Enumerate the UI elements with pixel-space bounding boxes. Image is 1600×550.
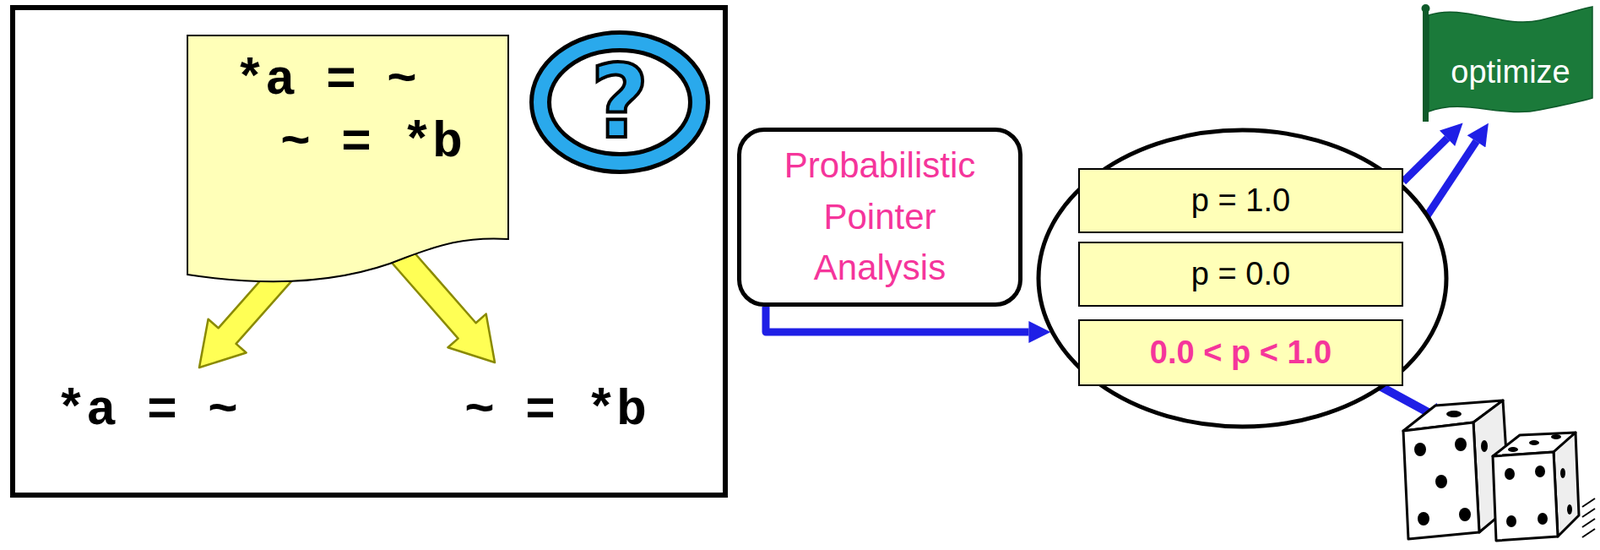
probability-bar: 0.0 < p < 1.0 [1078, 319, 1404, 386]
pip [1567, 504, 1573, 515]
result-oval: p = 1.0 p = 0.0 0.0 < p < 1.0 [1035, 127, 1449, 429]
pip [1507, 446, 1519, 452]
die-pips [1414, 410, 1503, 526]
pip [1454, 437, 1467, 451]
note-paper [187, 35, 509, 282]
pip [1537, 512, 1548, 525]
pip [1560, 467, 1566, 478]
pip [1506, 515, 1517, 527]
pip [1435, 474, 1448, 489]
optimize-flag: optimize [1421, 3, 1595, 122]
probability-label: 0.0 < p < 1.0 [1149, 333, 1332, 373]
pip [1551, 433, 1562, 440]
flag-knob [1421, 4, 1431, 13]
probability-label: p = 1.0 [1191, 181, 1291, 221]
pip [1458, 507, 1471, 521]
flag-pole [1422, 8, 1429, 122]
code-line: *a = ~ [234, 51, 418, 109]
speed-line [1582, 518, 1595, 527]
pip [1414, 442, 1427, 456]
pip [1446, 410, 1462, 418]
die-pips [1504, 433, 1573, 527]
die-face [1492, 451, 1558, 541]
speed-line [1582, 498, 1595, 507]
flow-arrow [1403, 138, 1448, 182]
probability-bar: p = 0.0 [1078, 241, 1404, 307]
dice [1403, 400, 1595, 541]
probability-label: p = 0.0 [1191, 254, 1291, 294]
oval-outline [1038, 130, 1447, 427]
speed-lines [1582, 498, 1595, 537]
question-mark: ? [569, 38, 671, 166]
speed-line [1582, 508, 1595, 517]
probability-bar: p = 1.0 [1078, 168, 1404, 234]
pip [1417, 511, 1430, 526]
pip [1504, 467, 1515, 480]
pip [1480, 439, 1488, 452]
pip [1534, 465, 1546, 478]
flag-label: optimize [1428, 50, 1593, 93]
code-note: *a = ~~ = *b [185, 33, 510, 288]
flow-arrow [765, 306, 1029, 332]
code-line: ~ = *b [464, 381, 647, 440]
code-line: ~ = *b [280, 113, 463, 172]
speed-line [1582, 528, 1595, 537]
pip [1529, 439, 1540, 445]
die-face [1403, 422, 1480, 539]
analysis-box: Probabilistic Pointer Analysis [737, 127, 1023, 307]
flag-cloth [1428, 6, 1593, 113]
code-line: *a = ~ [55, 381, 239, 440]
analysis-label: Probabilistic Pointer Analysis [770, 140, 990, 295]
